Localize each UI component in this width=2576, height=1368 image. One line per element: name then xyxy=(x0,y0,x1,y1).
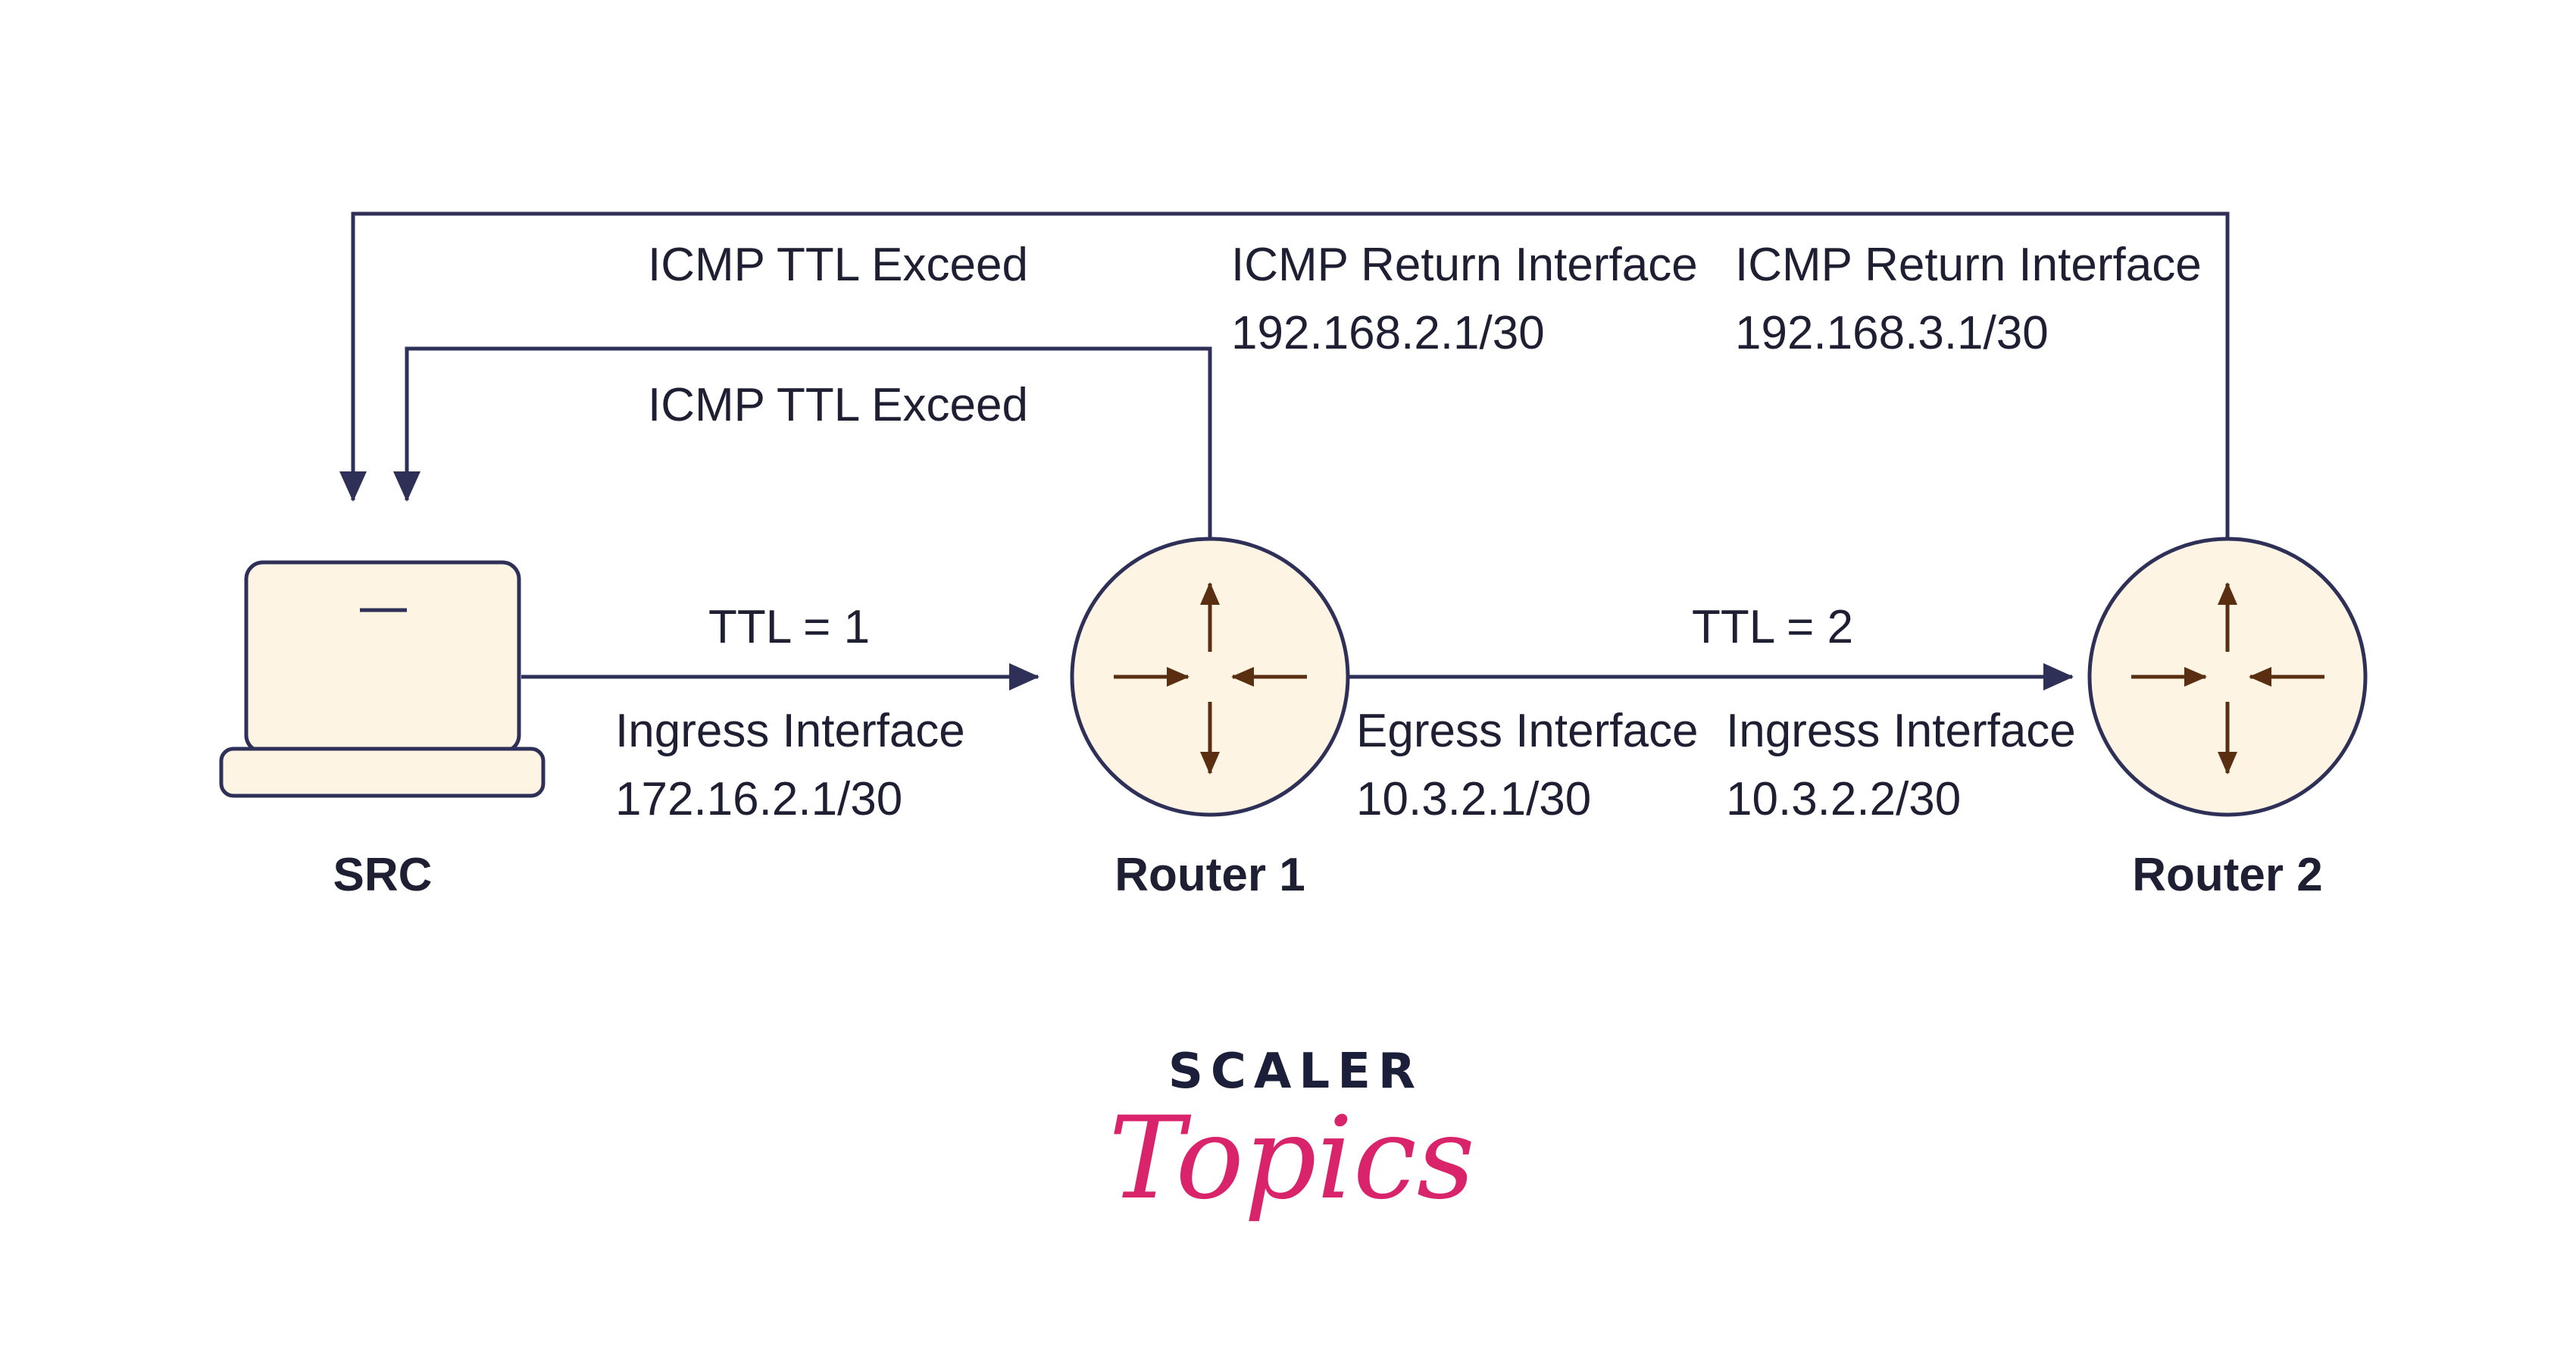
ttl1-label: TTL = 1 xyxy=(708,601,870,653)
router1-return-address: 192.168.2.1/30 xyxy=(1231,307,1545,359)
router1-return-title: ICMP Return Interface xyxy=(1231,239,1698,291)
r1-egress-title: Egress Interface xyxy=(1356,705,1698,757)
inner-return-label: ICMP TTL Exceed xyxy=(648,379,1028,431)
router1-label: Router 1 xyxy=(1114,849,1305,901)
inner-return-line xyxy=(393,346,1212,538)
router2-return-title: ICMP Return Interface xyxy=(1735,239,2202,291)
router-icon xyxy=(1070,537,1350,817)
src-label: SRC xyxy=(333,849,433,901)
src-ingress-address: 172.16.2.1/30 xyxy=(615,773,902,825)
ttl2-label: TTL = 2 xyxy=(1692,601,1853,653)
outer-return-line xyxy=(339,211,2230,538)
laptop-icon xyxy=(219,560,546,798)
scaler-topics-logo: SCALER Topics xyxy=(1108,1044,1475,1225)
r2-ingress-title: Ingress Interface xyxy=(1726,705,2076,757)
brand-scaler: SCALER xyxy=(1168,1044,1423,1100)
router2-label: Router 2 xyxy=(2132,849,2322,901)
brand-topics: Topics xyxy=(1108,1093,1475,1225)
router-icon xyxy=(2087,537,2368,817)
src-ingress-title: Ingress Interface xyxy=(615,705,965,757)
r2-ingress-address: 10.3.2.2/30 xyxy=(1726,773,1961,825)
r1-egress-address: 10.3.2.1/30 xyxy=(1356,773,1591,825)
router2-return-address: 192.168.3.1/30 xyxy=(1735,307,2049,359)
outer-return-label: ICMP TTL Exceed xyxy=(648,239,1028,291)
